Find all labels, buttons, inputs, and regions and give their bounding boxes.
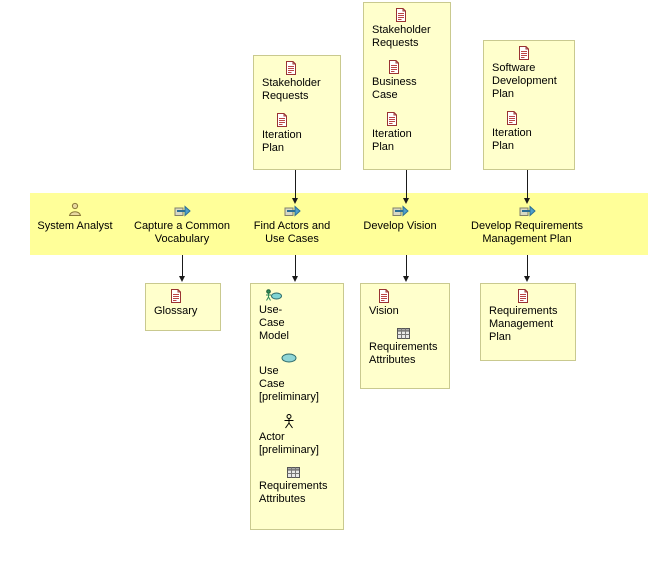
artifact-icon-row bbox=[492, 46, 557, 60]
activity-label: Develop Vision bbox=[363, 220, 437, 232]
flow-arrow bbox=[291, 170, 299, 204]
artifact-icon[interactable] bbox=[518, 46, 530, 60]
artifact-icon-row bbox=[372, 112, 412, 126]
artifact-icon-row bbox=[259, 414, 319, 429]
role-label: System Analyst bbox=[37, 220, 113, 232]
artifact-icon[interactable] bbox=[170, 289, 182, 303]
activity-icon[interactable] bbox=[284, 202, 301, 217]
artifact-icon[interactable] bbox=[285, 61, 297, 75]
activity-develop-requirements-management-plan[interactable]: Develop Requirements Management Plan bbox=[459, 202, 595, 246]
artifact-icon[interactable] bbox=[517, 289, 529, 303]
artifact-icon-row bbox=[369, 328, 437, 339]
activity-band bbox=[30, 193, 648, 255]
artifact-label: Vision bbox=[369, 305, 399, 317]
use-case-model-icon[interactable] bbox=[265, 289, 283, 302]
activity-label: Capture a Common Vocabulary bbox=[134, 220, 230, 245]
artifact-icon-row bbox=[492, 111, 532, 125]
activity-icon-row bbox=[126, 202, 238, 217]
artifact-icon-row bbox=[259, 289, 289, 302]
requirements-attributes-icon[interactable] bbox=[396, 328, 410, 339]
activity-icon[interactable] bbox=[519, 202, 536, 217]
role-icon[interactable] bbox=[67, 202, 83, 217]
artifact-icon-row bbox=[262, 61, 321, 75]
activity-icon[interactable] bbox=[174, 202, 191, 217]
activity-icon[interactable] bbox=[392, 202, 409, 217]
artifact-icon[interactable] bbox=[378, 289, 390, 303]
artifact-label: Actor[preliminary] bbox=[259, 431, 319, 456]
role-icon-row bbox=[15, 202, 135, 217]
activity-develop-vision[interactable]: Develop Vision bbox=[352, 202, 448, 233]
flow-arrow bbox=[523, 255, 531, 282]
artifact-label: Glossary bbox=[154, 305, 198, 317]
use-case-icon[interactable] bbox=[281, 353, 297, 363]
artifact-icon-row bbox=[259, 353, 319, 363]
artifact-icon-row bbox=[369, 289, 399, 303]
flow-arrow bbox=[402, 255, 410, 282]
activity-label: Develop Requirements Management Plan bbox=[471, 220, 583, 245]
artifact-icon-row bbox=[259, 467, 327, 478]
flow-arrow bbox=[291, 255, 299, 282]
flow-arrow bbox=[523, 170, 531, 204]
artifact-icon[interactable] bbox=[388, 60, 400, 74]
artifact-vision[interactable]: Vision bbox=[369, 289, 399, 318]
artifact-icon[interactable] bbox=[395, 8, 407, 22]
artifact-icon-row bbox=[154, 289, 197, 303]
activity-find-actors-and-use-cases[interactable]: Find Actors and Use Cases bbox=[244, 202, 340, 246]
artifact-glossary[interactable]: Glossary bbox=[154, 289, 197, 318]
artifact-icon-row bbox=[372, 60, 417, 74]
role-system-analyst[interactable]: System Analyst bbox=[15, 202, 135, 233]
activity-icon-row bbox=[244, 202, 340, 217]
artifact-icon-row bbox=[262, 113, 302, 127]
artifact-actor-preliminary[interactable]: Actor[preliminary] bbox=[259, 414, 319, 457]
actor-icon[interactable] bbox=[284, 414, 294, 429]
artifact-icon[interactable] bbox=[506, 111, 518, 125]
artifact-icon[interactable] bbox=[386, 112, 398, 126]
activity-icon-row bbox=[459, 202, 595, 217]
activity-icon-row bbox=[352, 202, 448, 217]
artifact-icon-row bbox=[372, 8, 431, 22]
activity-label: Find Actors and Use Cases bbox=[253, 220, 331, 245]
activity-capture-a-common-vocabulary[interactable]: Capture a Common Vocabulary bbox=[126, 202, 238, 246]
flow-arrow bbox=[402, 170, 410, 204]
requirements-attributes-icon[interactable] bbox=[286, 467, 300, 478]
output-artifact-box: Glossary bbox=[145, 283, 221, 331]
artifact-icon[interactable] bbox=[276, 113, 288, 127]
flow-arrow bbox=[178, 255, 186, 282]
artifact-icon-row bbox=[489, 289, 557, 303]
